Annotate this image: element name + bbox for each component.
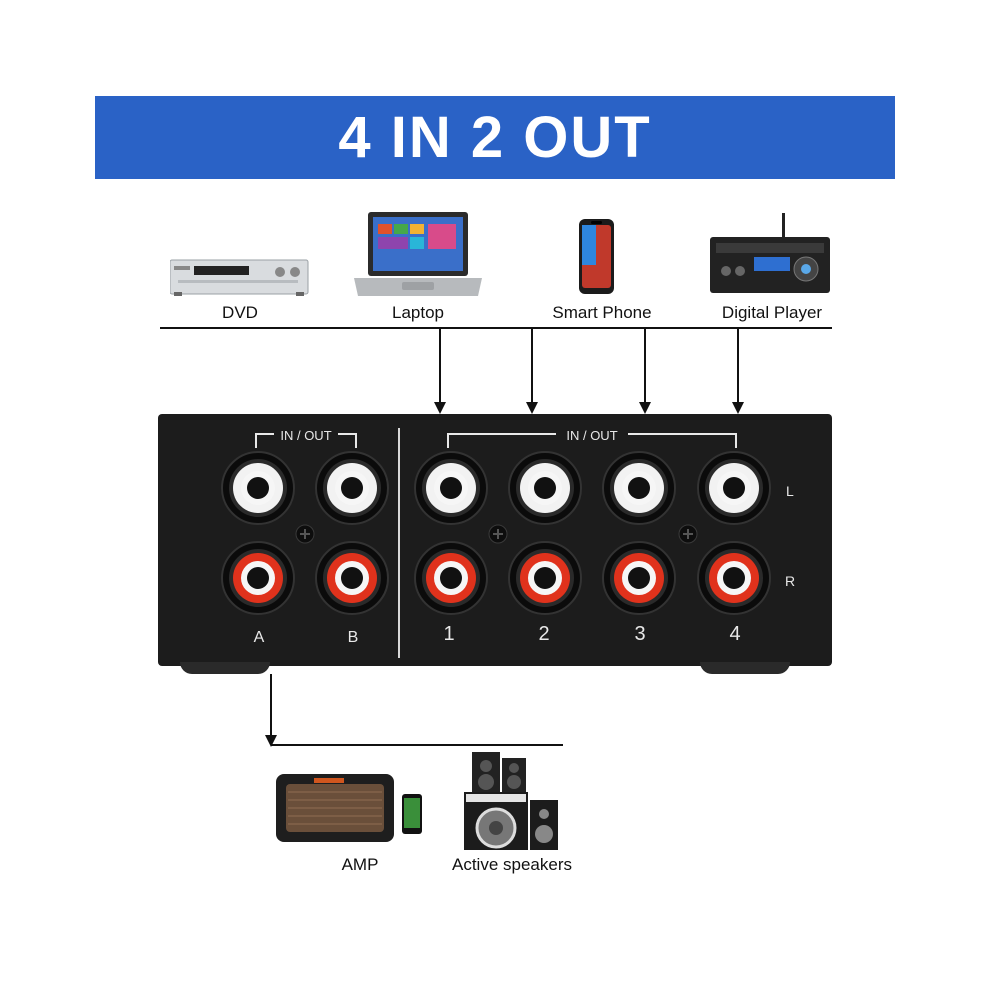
channel-label-right: R bbox=[785, 573, 796, 589]
channel-label-left: L bbox=[786, 483, 794, 499]
port-label-b: B bbox=[347, 629, 359, 646]
speakers-icon bbox=[464, 752, 558, 850]
title-banner: 4 IN 2 OUT bbox=[95, 96, 895, 179]
smartphone-icon bbox=[579, 219, 614, 294]
laptop-icon bbox=[354, 212, 482, 296]
rca-jack-3-left[interactable] bbox=[601, 450, 677, 526]
arrow-down-icon bbox=[639, 402, 651, 414]
rca-jack-a-left[interactable] bbox=[220, 450, 296, 526]
port-label-2: 2 bbox=[538, 623, 550, 645]
right-foot bbox=[700, 662, 790, 674]
output-bus-line bbox=[271, 744, 563, 746]
left-group-label: IN / OUT bbox=[280, 428, 332, 443]
rca-jack-4-right[interactable] bbox=[696, 540, 772, 616]
rca-jack-1-right[interactable] bbox=[413, 540, 489, 616]
source-label-dvd: DVD bbox=[222, 303, 258, 322]
left-foot bbox=[180, 662, 270, 674]
rca-jack-1-left[interactable] bbox=[413, 450, 489, 526]
amplifier-icon bbox=[276, 774, 422, 842]
dvd-player-icon bbox=[170, 259, 309, 296]
rca-jack-2-right[interactable] bbox=[507, 540, 583, 616]
screw-icon bbox=[678, 524, 698, 544]
output-line bbox=[270, 674, 272, 738]
source-label-digital-player: Digital Player bbox=[721, 303, 823, 322]
source-label-smartphone: Smart Phone bbox=[552, 303, 652, 322]
input-bus-line bbox=[160, 327, 832, 329]
left-bracket bbox=[255, 433, 357, 448]
output-label-amp: AMP bbox=[341, 855, 379, 874]
right-bracket bbox=[447, 433, 737, 448]
arrow-down-icon bbox=[732, 402, 744, 414]
digital-player-icon bbox=[710, 213, 830, 293]
panel-divider bbox=[398, 428, 400, 658]
rca-jack-a-right[interactable] bbox=[220, 540, 296, 616]
rca-jack-b-left[interactable] bbox=[314, 450, 390, 526]
input-line-2 bbox=[531, 328, 533, 404]
rca-jack-b-right[interactable] bbox=[314, 540, 390, 616]
banner-title: 4 IN 2 OUT bbox=[338, 105, 652, 170]
rca-jack-2-left[interactable] bbox=[507, 450, 583, 526]
screw-icon bbox=[488, 524, 508, 544]
port-label-3: 3 bbox=[634, 623, 646, 645]
input-line-1 bbox=[439, 328, 441, 404]
arrow-down-icon bbox=[434, 402, 446, 414]
input-line-3 bbox=[644, 328, 646, 404]
output-label-active-speakers: Active speakers bbox=[452, 855, 572, 874]
source-label-laptop: Laptop bbox=[392, 303, 444, 322]
rca-jack-3-right[interactable] bbox=[601, 540, 677, 616]
right-group-label: IN / OUT bbox=[566, 428, 618, 443]
port-label-a: A bbox=[253, 629, 265, 646]
port-label-4: 4 bbox=[729, 623, 741, 645]
rca-jack-4-left[interactable] bbox=[696, 450, 772, 526]
input-line-4 bbox=[737, 328, 739, 404]
port-label-1: 1 bbox=[443, 623, 455, 645]
screw-icon bbox=[295, 524, 315, 544]
arrow-down-icon bbox=[526, 402, 538, 414]
